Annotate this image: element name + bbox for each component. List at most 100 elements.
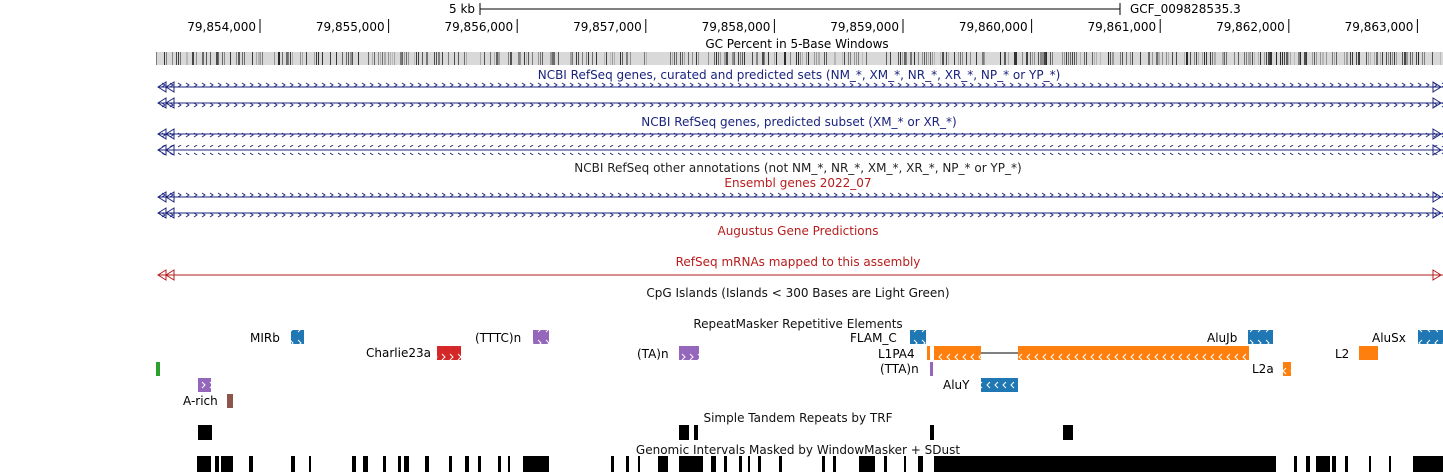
masked-interval[interactable] bbox=[398, 456, 401, 472]
ruler-tick-label: 79,854,000 bbox=[187, 20, 256, 34]
repeat-l2[interactable]: L2 bbox=[1335, 346, 1378, 361]
repeat-ta-n[interactable]: (TA)n bbox=[637, 346, 699, 361]
repeat-aluy[interactable]: AluY bbox=[943, 378, 1018, 392]
track-label-refseq-mrna[interactable]: RefSeq mRNAs mapped to this assembly bbox=[676, 255, 921, 269]
refseq-mrna-alignment[interactable] bbox=[157, 269, 1443, 281]
repeat-a-rich[interactable]: A-rich bbox=[183, 394, 233, 408]
repeat-label: (TA)n bbox=[637, 347, 669, 361]
track-label-windowmasker[interactable]: Genomic Intervals Masked by WindowMasker… bbox=[636, 443, 960, 457]
masked-interval[interactable] bbox=[1413, 456, 1443, 472]
masked-interval[interactable] bbox=[249, 456, 253, 472]
masked-interval[interactable] bbox=[918, 456, 923, 472]
repeat-l1pa4[interactable]: L1PA4 bbox=[878, 346, 1249, 361]
masked-interval[interactable] bbox=[465, 456, 469, 472]
masked-interval[interactable] bbox=[425, 456, 429, 472]
masked-interval[interactable] bbox=[383, 456, 386, 472]
masked-interval[interactable] bbox=[1332, 456, 1336, 472]
masked-interval[interactable] bbox=[1389, 456, 1391, 472]
ruler-tick-label: 79,862,000 bbox=[1216, 20, 1285, 34]
masked-interval[interactable] bbox=[215, 456, 219, 472]
windowmasker-track[interactable] bbox=[197, 456, 1443, 472]
scale-bar: 5 kb GCF_009828535.3 bbox=[449, 2, 1241, 16]
repeat-charlie23a[interactable]: Charlie23a bbox=[366, 346, 461, 360]
masked-interval[interactable] bbox=[658, 456, 668, 472]
ruler-tick-label: 79,858,000 bbox=[702, 20, 771, 34]
masked-interval[interactable] bbox=[758, 456, 761, 472]
masked-interval[interactable] bbox=[221, 456, 233, 472]
masked-interval[interactable] bbox=[904, 456, 906, 472]
masked-interval[interactable] bbox=[626, 456, 629, 472]
simple-repeat-feature[interactable] bbox=[930, 425, 934, 440]
arrow-right-icon bbox=[1432, 144, 1442, 156]
repeat-label: Charlie23a bbox=[366, 346, 431, 360]
ncbi-curated-gene-2[interactable] bbox=[157, 97, 1443, 109]
repeat-mirb[interactable]: MIRb bbox=[250, 330, 304, 345]
repeat-simple-small[interactable] bbox=[198, 378, 211, 392]
track-label-gc-percent[interactable]: GC Percent in 5-Base Windows bbox=[705, 37, 888, 51]
masked-interval[interactable] bbox=[611, 456, 614, 472]
masked-interval[interactable] bbox=[1345, 456, 1348, 472]
ruler-tick-label: 79,855,000 bbox=[316, 20, 385, 34]
masked-interval[interactable] bbox=[739, 456, 742, 472]
masked-interval[interactable] bbox=[833, 456, 836, 472]
masked-interval[interactable] bbox=[197, 456, 211, 472]
track-label-ncbi-predicted[interactable]: NCBI RefSeq genes, predicted subset (XM_… bbox=[641, 115, 956, 129]
masked-interval[interactable] bbox=[478, 456, 481, 472]
repeat-flam-c[interactable]: FLAM_C bbox=[850, 330, 926, 345]
track-label-ensembl[interactable]: Ensembl genes 2022_07 bbox=[724, 176, 871, 190]
masked-interval[interactable] bbox=[449, 456, 452, 472]
masked-interval[interactable] bbox=[309, 456, 311, 472]
ncbi-predicted-gene-1[interactable] bbox=[157, 128, 1443, 140]
track-label-repeatmasker[interactable]: RepeatMasker Repetitive Elements bbox=[693, 317, 902, 331]
masked-interval[interactable] bbox=[748, 456, 750, 472]
arrow-right-icon bbox=[1432, 81, 1442, 93]
ncbi-curated-gene-1[interactable] bbox=[157, 81, 1443, 93]
masked-interval[interactable] bbox=[724, 456, 727, 472]
simple-repeat-feature[interactable] bbox=[694, 425, 698, 440]
masked-interval[interactable] bbox=[498, 456, 501, 472]
track-label-augustus[interactable]: Augustus Gene Predictions bbox=[717, 224, 878, 238]
masked-interval[interactable] bbox=[1369, 456, 1371, 472]
masked-interval[interactable] bbox=[934, 456, 1276, 472]
masked-interval[interactable] bbox=[352, 456, 356, 472]
masked-interval[interactable] bbox=[638, 456, 640, 472]
ensembl-gene-1[interactable] bbox=[157, 191, 1443, 203]
repeat-alujb[interactable]: AluJb bbox=[1207, 330, 1273, 345]
gc-percent-track[interactable] bbox=[156, 52, 1443, 65]
scale-label: 5 kb bbox=[449, 2, 475, 16]
repeat-alusx[interactable]: AluSx bbox=[1372, 330, 1443, 345]
track-label-cpg[interactable]: CpG Islands (Islands < 300 Bases are Lig… bbox=[646, 286, 949, 300]
ruler-tick-label: 79,856,000 bbox=[444, 20, 513, 34]
masked-interval[interactable] bbox=[363, 456, 368, 472]
masked-interval[interactable] bbox=[1306, 456, 1310, 472]
repeat-tta-n[interactable]: (TTA)n bbox=[880, 362, 933, 376]
masked-interval[interactable] bbox=[1316, 456, 1330, 472]
ensembl-gene-2[interactable] bbox=[157, 207, 1443, 219]
masked-interval[interactable] bbox=[291, 456, 295, 472]
masked-interval[interactable] bbox=[508, 456, 510, 472]
masked-interval[interactable] bbox=[679, 456, 703, 472]
simple-repeats-track[interactable] bbox=[198, 425, 1073, 440]
masked-interval[interactable] bbox=[1294, 456, 1297, 472]
track-label-ncbi-curated[interactable]: NCBI RefSeq genes, curated and predicted… bbox=[538, 68, 1061, 82]
masked-interval[interactable] bbox=[859, 456, 875, 472]
repeat-label: MIRb bbox=[250, 331, 280, 345]
masked-interval[interactable] bbox=[779, 456, 782, 472]
simple-repeat-feature[interactable] bbox=[679, 425, 689, 440]
ncbi-predicted-gene-2[interactable] bbox=[157, 144, 1443, 156]
simple-repeat-feature[interactable] bbox=[198, 425, 212, 440]
masked-interval[interactable] bbox=[822, 456, 825, 472]
repeat-ltr-left[interactable] bbox=[156, 362, 160, 376]
repeat-l2a[interactable]: L2a bbox=[1252, 362, 1291, 376]
masked-interval[interactable] bbox=[884, 456, 887, 472]
masked-interval[interactable] bbox=[404, 456, 409, 472]
repeat-tttc-n[interactable]: (TTTC)n bbox=[475, 330, 549, 345]
masked-interval[interactable] bbox=[523, 456, 549, 472]
track-label-ncbi-other[interactable]: NCBI RefSeq other annotations (not NM_*,… bbox=[574, 161, 1021, 175]
arrow-right-icon bbox=[1432, 128, 1442, 140]
assembly-label: GCF_009828535.3 bbox=[1130, 2, 1241, 16]
simple-repeat-feature[interactable] bbox=[1063, 425, 1073, 440]
track-label-simple-repeats[interactable]: Simple Tandem Repeats by TRF bbox=[703, 411, 892, 425]
masked-interval[interactable] bbox=[711, 456, 716, 472]
